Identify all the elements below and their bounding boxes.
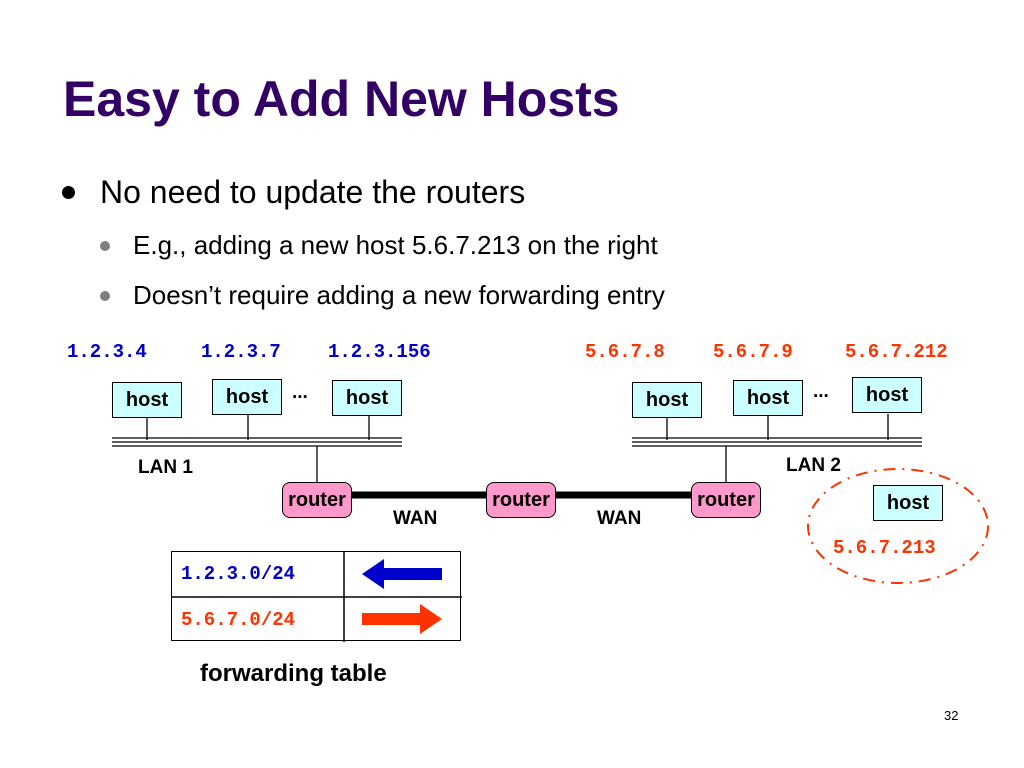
left-arrow-icon (362, 559, 442, 589)
bullet-dot (62, 186, 75, 199)
ip-label: 5.6.7.212 (845, 341, 948, 363)
ip-label: 5.6.7.9 (713, 341, 793, 363)
router-box: router (282, 482, 352, 518)
bullet-dot (100, 241, 110, 251)
host-box: host (212, 379, 282, 415)
ip-label: 1.2.3.156 (328, 341, 431, 363)
ip-label: 1.2.3.7 (201, 341, 281, 363)
host-box: host (112, 382, 182, 418)
ip-label: 1.2.3.4 (67, 341, 147, 363)
bullet-dot (100, 291, 110, 301)
lan2-bus (632, 437, 922, 447)
new-host-highlight (807, 468, 989, 584)
page-number: 32 (944, 708, 959, 723)
lan1-label: LAN 1 (138, 457, 193, 478)
host-box: host (733, 380, 803, 416)
ellipsis: ... (292, 382, 308, 403)
host-drops (146, 414, 889, 440)
bullet-text: Doesn’t require adding a new forwarding … (133, 280, 665, 310)
lan1-bus (112, 437, 402, 447)
forwarding-table-caption: forwarding table (200, 660, 387, 687)
table-grid (172, 552, 462, 642)
lan2-label: LAN 2 (786, 455, 841, 476)
ip-label: 5.6.7.8 (585, 341, 665, 363)
wan-label: WAN (597, 508, 642, 529)
new-host-box: host (873, 485, 943, 521)
host-box: host (332, 380, 402, 416)
router-box: router (691, 482, 761, 518)
bullet-text: No need to update the routers (100, 174, 526, 210)
router-box: router (486, 482, 556, 518)
host-box: host (852, 377, 922, 413)
wan-label: WAN (393, 508, 438, 529)
host-box: host (632, 382, 702, 418)
slide-title: Easy to Add New Hosts (63, 71, 620, 127)
bullet-text: E.g., adding a new host 5.6.7.213 on the… (133, 230, 658, 260)
table-prefix: 5.6.7.0/24 (181, 609, 296, 631)
table-prefix: 1.2.3.0/24 (181, 563, 296, 585)
forwarding-table: 1.2.3.0/24 5.6.7.0/24 (171, 551, 462, 642)
ellipsis: ... (813, 381, 829, 402)
router-drops (316, 446, 727, 482)
right-arrow-icon (362, 604, 442, 634)
new-host-ip: 5.6.7.213 (833, 537, 936, 559)
